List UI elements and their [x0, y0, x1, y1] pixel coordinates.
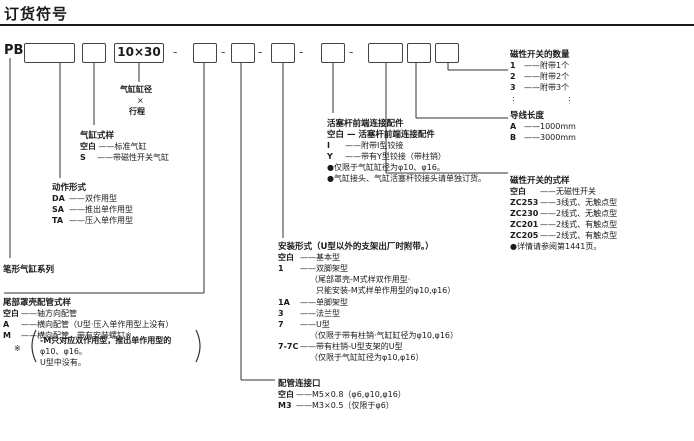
mount-row: 3——法兰型: [278, 309, 340, 318]
bore-label: 气缸缸径: [120, 85, 152, 94]
code-dash: -: [258, 45, 263, 59]
port-row: M3——M3×0.5（仅限于φ6）: [278, 401, 394, 410]
action-row: TA——压入单作用型: [52, 216, 133, 225]
code-box-mount: [271, 43, 295, 63]
code-prefix: PB: [4, 43, 24, 58]
tail-note-line: U型中没有。: [40, 358, 86, 367]
tail-heading: 尾部罩壳配管式样: [3, 298, 72, 308]
code-box-rod: [321, 43, 345, 63]
mount-row: 1A——单脚架型: [278, 298, 348, 307]
lead-row: B——3000mm: [510, 133, 576, 142]
rod-note: ●气缸接头、气缸活塞杆铰接头请单独订货。: [327, 174, 486, 183]
switch-qty-row: 3——附带3个: [510, 83, 570, 92]
action-row: SA——推出单作用型: [52, 205, 133, 214]
cyl-style-row: S——带磁性开关气缸: [80, 153, 169, 162]
cyl-style-row: 空白 ——标准气缸: [80, 142, 147, 151]
stroke-label: 行程: [129, 107, 145, 116]
port-heading: 配管连接口: [278, 379, 321, 389]
code-dash: -: [221, 45, 226, 59]
action-row: DA——双作用型: [52, 194, 117, 203]
code-dash: -: [299, 45, 304, 59]
switch-qty-row: 2——附带2个: [510, 72, 570, 81]
mount-row: 只能安装-M式样单作用型的φ10,φ16）: [316, 286, 456, 295]
lead-row: A——1000mm: [510, 122, 576, 131]
rod-note: ●仅限于气缸缸径为φ10、φ16。: [327, 163, 445, 172]
code-box-switch-type: [368, 43, 403, 63]
mount-row: 7-7C——带有柱销-U型支架的U型: [278, 342, 403, 351]
switch-type-heading: 磁性开关的式样: [510, 176, 570, 186]
switch-qty-dots: :: [568, 94, 571, 103]
mount-heading: 安装形式（U型以外的支架出厂时附带。）: [278, 242, 434, 252]
code-box-size: 10×30: [114, 43, 164, 63]
switch-type-row: ZC253——3线式、无触点型: [510, 198, 618, 207]
rod-row: I——附带I型铰接: [327, 141, 404, 150]
tail-note-line: φ10、φ16。: [40, 347, 87, 356]
title-divider: [0, 24, 694, 26]
bore-times: ×: [137, 96, 144, 105]
mount-row: （仅限于带有柱销·气缸缸径为φ10,φ16）: [310, 331, 458, 340]
tail-note-line: -M只对应双作用型，推出单作用型的: [40, 336, 172, 345]
code-box-style: [82, 43, 106, 63]
rod-sub: 空白 — 活塞杆前端连接配件: [327, 130, 435, 140]
switch-qty-heading: 磁性开关的数量: [510, 50, 570, 60]
code-dash: -: [173, 45, 178, 59]
mount-row: （仅限于气缸缸径为φ10,φ16）: [310, 353, 424, 362]
switch-type-note: ●详情请参阅第1441页。: [510, 242, 602, 251]
tail-row: M——横向配管、带有安装螺钉※: [3, 331, 132, 340]
code-box-lead: [407, 43, 431, 63]
switch-type-row: ZC201——2线式、有触点型: [510, 220, 618, 229]
series-label: 笔形气缸系列: [3, 265, 55, 275]
mount-row: 1——双脚架型: [278, 264, 348, 273]
tail-row: 空白——轴方向配管: [3, 309, 77, 318]
switch-qty-dots: :: [512, 94, 515, 103]
port-row: 空白——M5×0.8（φ6,φ10,φ16）: [278, 390, 406, 399]
switch-type-row: 空白——无磁性开关: [510, 187, 596, 196]
tail-note-mark: ※: [14, 344, 21, 353]
tail-row: A——横向配管（U型·压入单作用型上没有）: [3, 320, 174, 329]
switch-qty-row: 1——附带1个: [510, 61, 570, 70]
mount-row: 7——U型: [278, 320, 330, 329]
switch-type-row: ZC230——2线式、无触点型: [510, 209, 618, 218]
cyl-style-heading: 气缸式样: [80, 131, 115, 141]
page-title: 订货符号: [4, 5, 69, 23]
switch-type-row: ZC205——2线式、有触点型: [510, 231, 618, 240]
code-box-qty: [435, 43, 459, 63]
code-box-tail: [24, 43, 75, 63]
code-box-port: [231, 43, 255, 63]
rod-heading: 活塞杆前端连接配件: [327, 119, 404, 129]
lead-heading: 导线长度: [510, 111, 545, 121]
rod-row: Y——带有Y型铰接（带柱销）: [327, 152, 446, 161]
action-heading: 动作形式: [52, 183, 87, 193]
code-dash: -: [349, 45, 354, 59]
mount-row: 空白——基本型: [278, 253, 340, 262]
mount-row: （尾部罩壳-M式样双作用型·: [310, 275, 411, 284]
code-box-action: [193, 43, 217, 63]
